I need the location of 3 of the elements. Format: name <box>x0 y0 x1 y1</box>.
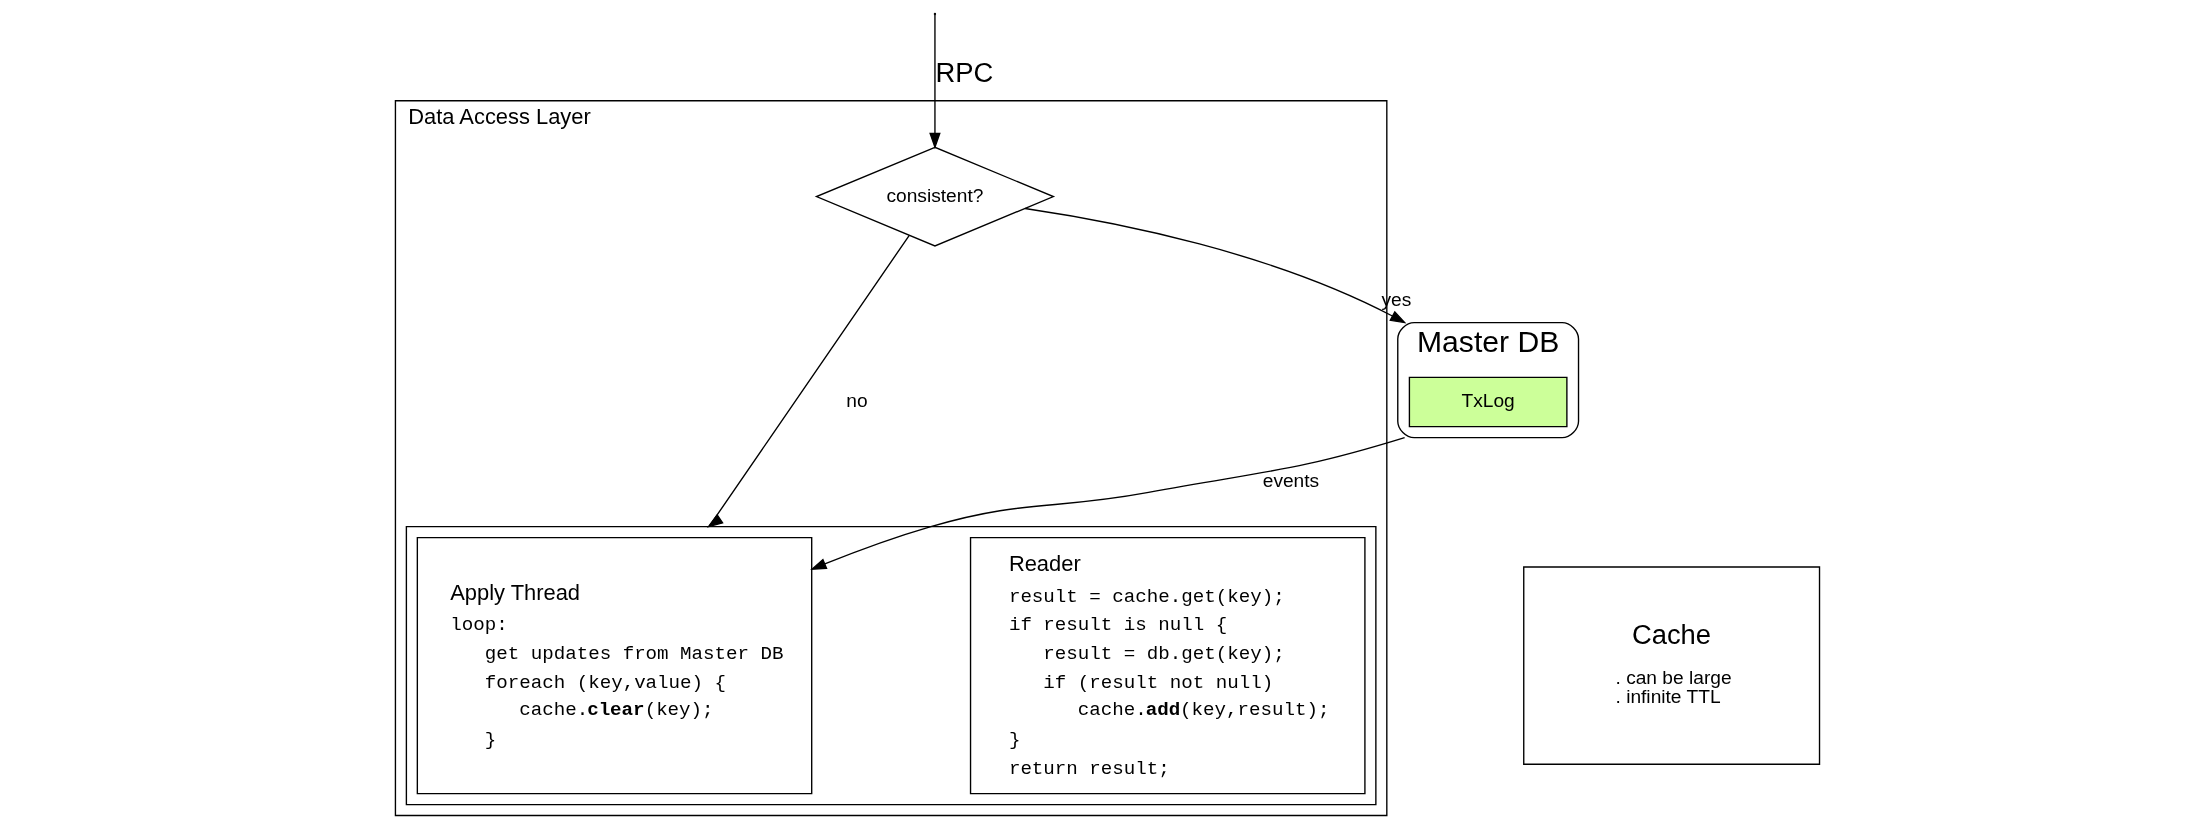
edge-label: RPC <box>934 56 993 88</box>
edge-label: no <box>845 390 868 412</box>
edge-label: events <box>1262 470 1319 492</box>
